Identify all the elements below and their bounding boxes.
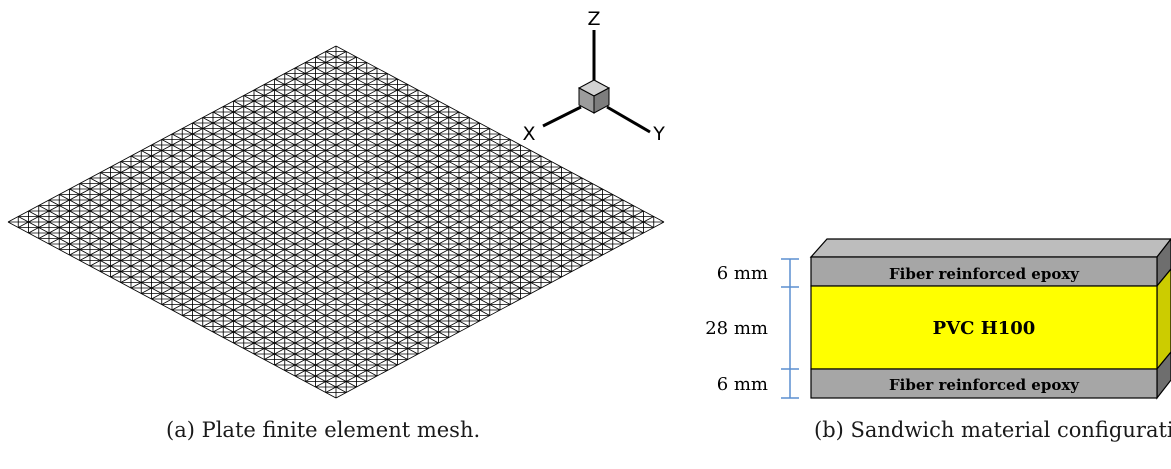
block-top-face: [809, 238, 1171, 258]
caption-a: (a) Plate finite element mesh.: [166, 418, 481, 442]
thickness-dimensions: [781, 258, 799, 399]
sandwich-block: Fiber reinforced epoxy PVC H100 Fiber re…: [809, 238, 1171, 400]
bottom-thickness-label: 6 mm: [717, 374, 768, 395]
x-axis-line: [542, 105, 582, 128]
x-axis-label: X: [522, 123, 535, 145]
core-thickness-label: 28 mm: [705, 318, 768, 339]
z-axis-label: Z: [587, 8, 600, 30]
y-axis-label: Y: [652, 123, 665, 145]
y-axis-line: [606, 105, 651, 134]
top-layer: [810, 256, 1158, 287]
top-layer-label: Fiber reinforced epoxy: [889, 265, 1080, 283]
top-thickness-label: 6 mm: [717, 263, 768, 284]
core-layer: [810, 285, 1158, 370]
plate-mesh: [7, 45, 665, 399]
core-layer-label: PVC H100: [933, 318, 1036, 339]
bottom-layer: [810, 368, 1158, 399]
axis-triad: Z X Y: [522, 8, 665, 145]
cube-right-face: [593, 87, 610, 114]
bottom-layer-label: Fiber reinforced epoxy: [889, 376, 1080, 394]
caption-b: (b) Sandwich material configuration.: [814, 418, 1171, 442]
